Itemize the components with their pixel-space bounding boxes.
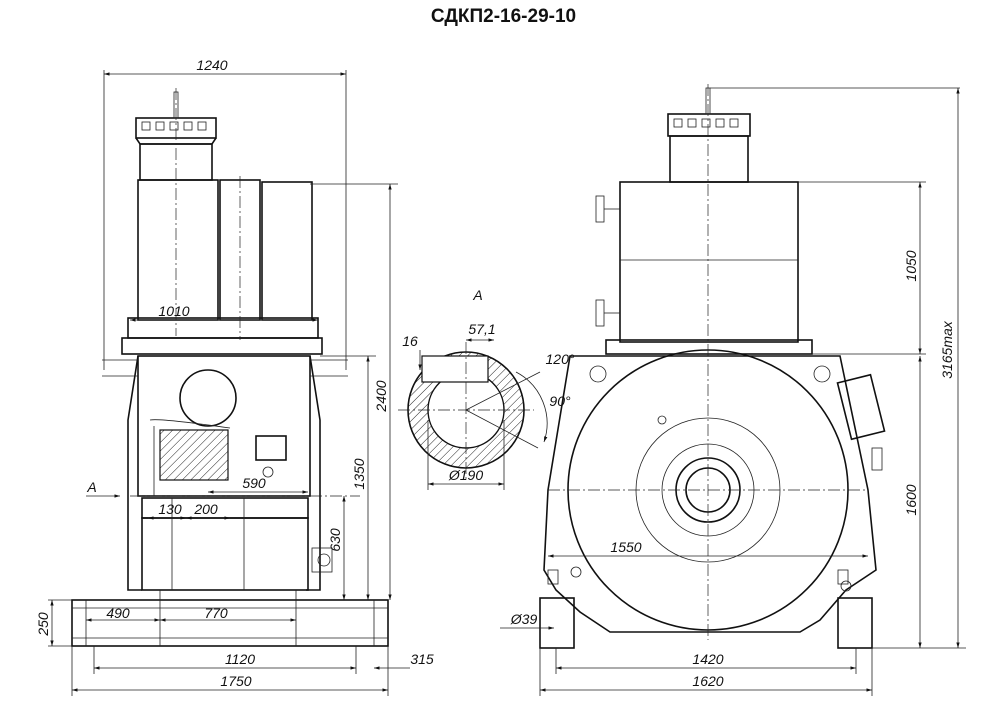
feet	[539, 566, 873, 649]
dim-57: 57,1	[468, 321, 495, 337]
dim-250: 250	[35, 612, 51, 637]
dim-130: 130	[158, 501, 182, 517]
side-view-dimensions: 1240 1010 2400 1350 630 250 590 130 200 …	[35, 57, 434, 696]
section-marker-a: А	[86, 479, 96, 495]
front-view	[539, 84, 886, 649]
dim-1120: 1120	[225, 651, 255, 667]
section-a-label: А	[472, 287, 482, 303]
dim-1350: 1350	[351, 458, 367, 489]
front-terminal-box	[667, 87, 751, 183]
dim-1420: 1420	[692, 651, 723, 667]
section-a: А 57,1 16 120° 90° Ø190	[398, 287, 575, 490]
main-body	[102, 355, 348, 591]
side-view	[71, 88, 389, 647]
drawing-title: СДКП2-16-29-10	[430, 6, 577, 27]
upper-housing	[121, 179, 323, 355]
dim-490: 490	[106, 605, 130, 621]
cooler-housing	[619, 181, 799, 343]
dim-590: 590	[242, 475, 266, 491]
base-frame	[71, 590, 389, 647]
angle-90: 90°	[549, 393, 571, 409]
dim-200: 200	[193, 501, 218, 517]
dim-16: 16	[402, 333, 418, 349]
dim-1050: 1050	[903, 250, 919, 281]
dim-1620: 1620	[692, 673, 723, 689]
dim-315: 315	[410, 651, 434, 667]
dim-dia39: Ø39	[510, 611, 538, 627]
dim-1010: 1010	[158, 303, 189, 319]
front-view-dimensions: 3165max 1050 1600 1550 Ø39 1420 1620	[500, 87, 966, 696]
angle-120: 120°	[546, 351, 575, 367]
dim-770: 770	[204, 605, 228, 621]
dim-1750: 1750	[220, 673, 251, 689]
dim-dia190: Ø190	[448, 467, 483, 483]
dim-1240: 1240	[196, 57, 227, 73]
dim-2400: 2400	[373, 380, 389, 412]
dim-1600: 1600	[903, 484, 919, 515]
dim-3165max: 3165max	[939, 320, 955, 379]
stator-frame	[543, 349, 877, 633]
dim-1550: 1550	[610, 539, 641, 555]
junction-box	[836, 373, 886, 471]
dim-630: 630	[327, 528, 343, 552]
